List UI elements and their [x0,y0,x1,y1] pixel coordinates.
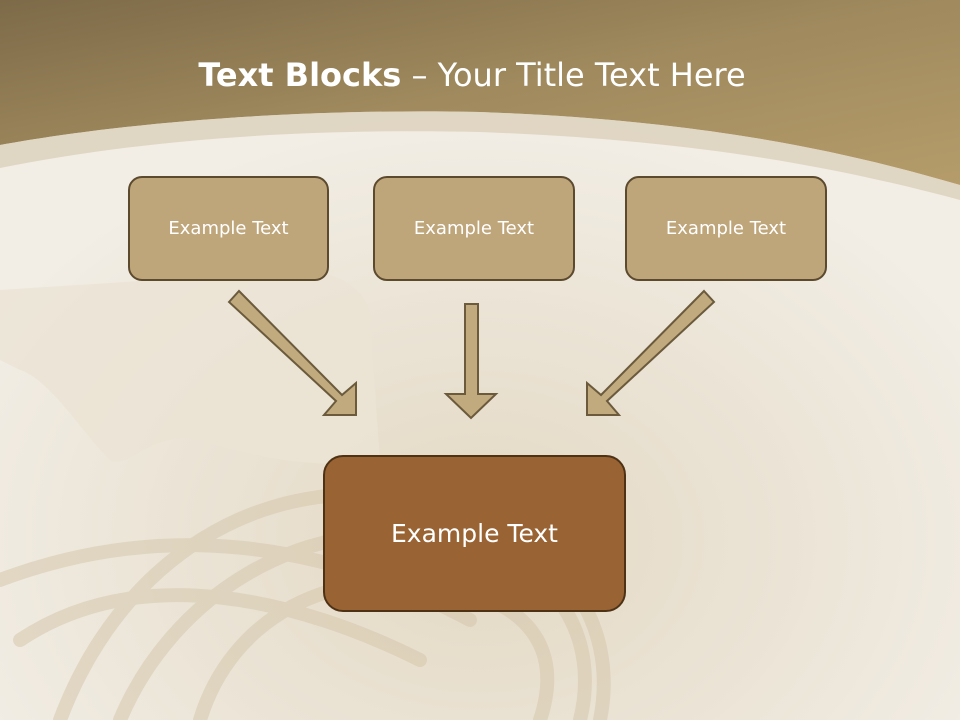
title-separator: – [401,56,438,94]
slide-title: Text Blocks – Your Title Text Here [0,50,944,100]
text-block-main-label: Example Text [391,519,558,548]
header-band [0,0,960,185]
text-block-center-label: Example Text [413,218,535,239]
title-rest: Your Title Text Here [437,56,746,94]
text-block-left-label: Example Text [168,218,289,239]
header-band-highlight [0,111,960,200]
title-bold: Text Blocks [198,56,402,94]
text-block-main[interactable]: Example Text [323,455,626,612]
text-block-left[interactable]: Example Text [128,176,329,281]
text-block-right-label: Example Text [665,218,787,239]
text-block-center[interactable]: Example Text [373,176,575,281]
text-block-right[interactable]: Example Text [625,176,827,281]
